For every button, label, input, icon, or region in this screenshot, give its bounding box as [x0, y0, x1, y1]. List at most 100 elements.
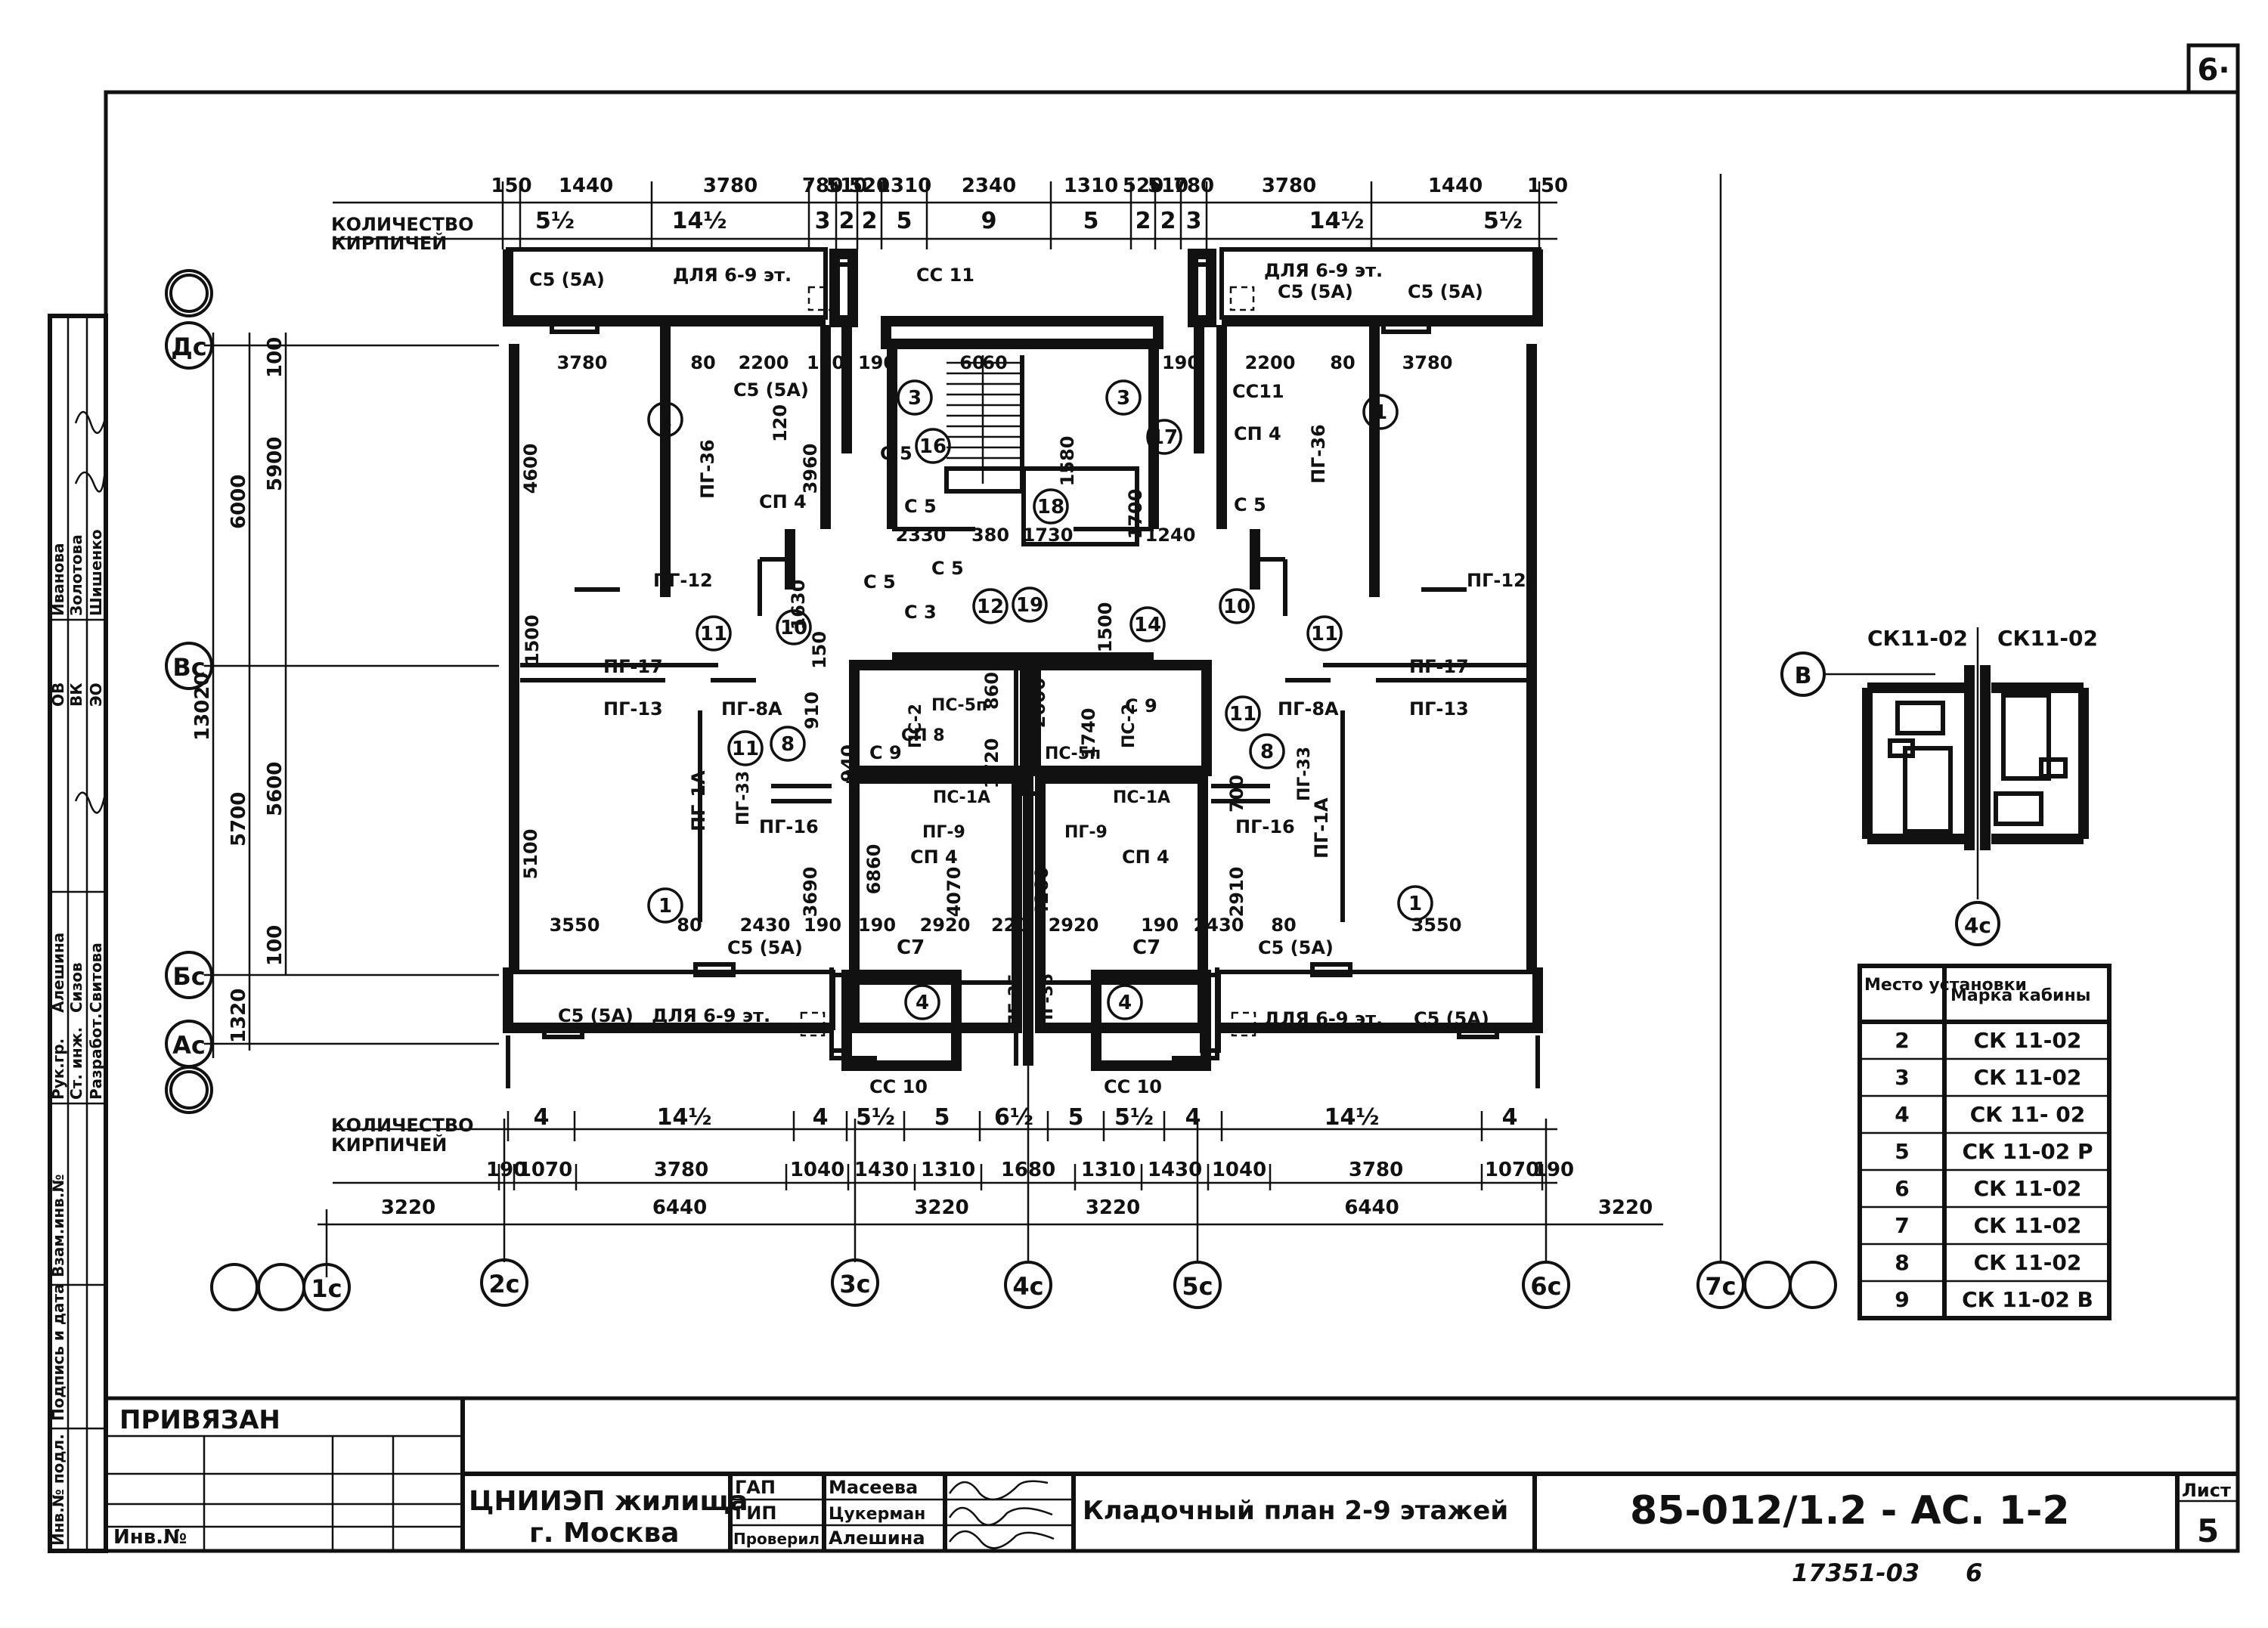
- room-mark-8: 8: [781, 733, 795, 756]
- cabin-row-place-3: 5: [1895, 1139, 1909, 1164]
- title-privyazan: ПРИВЯЗАН: [119, 1405, 280, 1435]
- label-sp4-3: СП 4: [910, 846, 958, 868]
- title-name-0: Масеева: [829, 1477, 918, 1498]
- bottom-brick-8: 4: [1185, 1104, 1201, 1131]
- room-mark-circle-5: [1105, 379, 1142, 416]
- label-c5-5a-7: С5 (5А): [558, 1005, 634, 1026]
- inner-dim-7: 190: [1162, 352, 1200, 373]
- cabin-row-place-1: 3: [1895, 1065, 1909, 1090]
- inner-dim-18: 2920: [920, 915, 971, 936]
- left-dim-3: 1500: [522, 614, 543, 665]
- label-pg33-1: ПГ-33: [734, 771, 753, 825]
- cabin-table-h0: Место установки: [1864, 976, 2027, 995]
- top-brick-2: 3: [815, 208, 831, 234]
- title-sheet-title: Кладочный план 2-9 этажей: [1083, 1496, 1508, 1526]
- label-c5-5a-2: С5 (5А): [1278, 281, 1353, 302]
- label-pg12-2: ПГ-12: [1467, 570, 1526, 591]
- strip-role-top-0: ОВ: [49, 682, 67, 707]
- inner-dim-5: 60: [959, 352, 984, 373]
- top-dim-0: 150: [491, 175, 531, 197]
- label-ps1a-1: ПС-1А: [933, 788, 990, 807]
- room-mark-12: 11: [700, 623, 727, 645]
- top-dim-7: 2340: [962, 175, 1016, 197]
- label-pg8a-2: ПГ-8А: [1278, 698, 1339, 720]
- label-c7-1: С7: [897, 936, 925, 959]
- label-c7-2: С7: [1132, 936, 1160, 959]
- title-role-1: ГИП: [735, 1503, 776, 1524]
- axis-dim-3: 3220: [1086, 1196, 1140, 1219]
- cabin-row-mark-7: СК 11-02 В: [1962, 1287, 2093, 1312]
- room-mark-circle-14: [727, 730, 764, 766]
- top-brick-10: 3: [1186, 208, 1202, 234]
- label-ps5p-1: ПС-5п: [931, 696, 987, 715]
- room-mark-circle-15: [1225, 695, 1261, 732]
- bottom-brick-7: 5½: [1114, 1104, 1154, 1131]
- inner-dim-1: 80: [690, 352, 715, 373]
- room-mark-19: 17: [1151, 426, 1178, 449]
- label-pg12-1: ПГ-12: [653, 570, 713, 591]
- room-mark-circle-9: [1249, 733, 1285, 769]
- left-dimensions: 100 5900 6000 1500 5600 5700 100 13020 1…: [191, 333, 543, 1058]
- inner-dim-16: 190: [804, 915, 841, 936]
- inner-dim-12: 3960: [800, 444, 821, 494]
- axis-label-5с: 5с: [1182, 1272, 1213, 1301]
- strip-role-top-2: ЭО: [87, 682, 105, 707]
- cabin-row-place-4: 6: [1895, 1176, 1909, 1201]
- label-for-6-9-1: ДЛЯ 6-9 эт.: [673, 265, 792, 286]
- bottom-dim-12: 190: [1533, 1159, 1574, 1181]
- inner-dim-46: 910: [801, 692, 823, 729]
- label-pg1a-1: ПГ-1А: [688, 770, 709, 831]
- axis-dim-0: 3220: [381, 1196, 435, 1219]
- axis-bubble-Вс: [165, 642, 213, 690]
- top-dim-14: 150: [1527, 175, 1568, 197]
- top-brick-1: 14½: [672, 208, 727, 234]
- label-c5-1: С 5: [880, 443, 912, 464]
- label-pg9-2: ПГ-9: [1064, 823, 1108, 842]
- bottom-brick-9: 14½: [1325, 1104, 1380, 1131]
- label-sp4-1: СП 4: [1234, 423, 1281, 444]
- room-mark-13: 11: [1311, 623, 1338, 645]
- room-mark-circle-21: [1012, 587, 1048, 623]
- label-pg13-1: ПГ-13: [603, 698, 663, 720]
- sheet-corner-number: 6·: [2197, 53, 2229, 88]
- room-mark-1: 1: [1374, 401, 1387, 424]
- top-brick-6: 9: [981, 208, 997, 234]
- strip-name-top-2: Шишенко: [87, 529, 105, 616]
- top-dim-9: 520: [1123, 175, 1163, 197]
- label-c5-5a-8: С5 (5А): [1414, 1008, 1489, 1029]
- axis-bubble-Дс: [165, 321, 213, 370]
- label-c5-5a-6: С5 (5А): [1258, 937, 1334, 958]
- cabin-axis-label-v: В: [1795, 663, 1812, 689]
- bottom-brick-10: 4: [1502, 1104, 1518, 1131]
- inner-dim-34: 1700: [1125, 489, 1146, 540]
- left-dim-2: 6000: [228, 475, 250, 529]
- strip-role-top-1: ВК: [67, 682, 85, 707]
- label-pg9-1: ПГ-9: [922, 823, 965, 842]
- inner-dim-38: 1195: [844, 766, 895, 788]
- row-axis-bubbles: Дс Вс Бс Ас: [165, 269, 213, 1114]
- room-mark-circle-8: [770, 726, 806, 762]
- label-c5-5a-3: С5 (5А): [1408, 281, 1483, 302]
- label-c5-5a-1: С5 (5А): [529, 269, 605, 290]
- strip-role-2: Разработ.: [87, 1014, 105, 1100]
- title-org-2: г. Москва: [529, 1518, 679, 1549]
- label-pg16-2: ПГ-16: [1235, 816, 1295, 837]
- room-mark-5: 3: [1117, 387, 1130, 410]
- top-brick-11: 14½: [1309, 208, 1365, 234]
- axis-bubble-3с: [831, 1258, 879, 1307]
- title-name-1: Цукерман: [829, 1505, 925, 1524]
- inner-dim-51: 120: [770, 404, 791, 442]
- inner-dim-2: 2200: [739, 352, 789, 373]
- axis-label-7с: 7с: [1705, 1272, 1736, 1301]
- left-dim-8: 1320: [228, 989, 250, 1043]
- title-name-2: Алешина: [829, 1527, 925, 1549]
- room-mark-circle-17: [1129, 606, 1166, 642]
- label-cc10-1: СС 10: [869, 1076, 928, 1097]
- room-mark-circle-10: [776, 609, 812, 645]
- top-dim-1: 1440: [559, 175, 613, 197]
- room-mark-4: 3: [908, 387, 922, 410]
- brick-label-bottom-2: КИРПИЧЕЙ: [331, 1134, 447, 1156]
